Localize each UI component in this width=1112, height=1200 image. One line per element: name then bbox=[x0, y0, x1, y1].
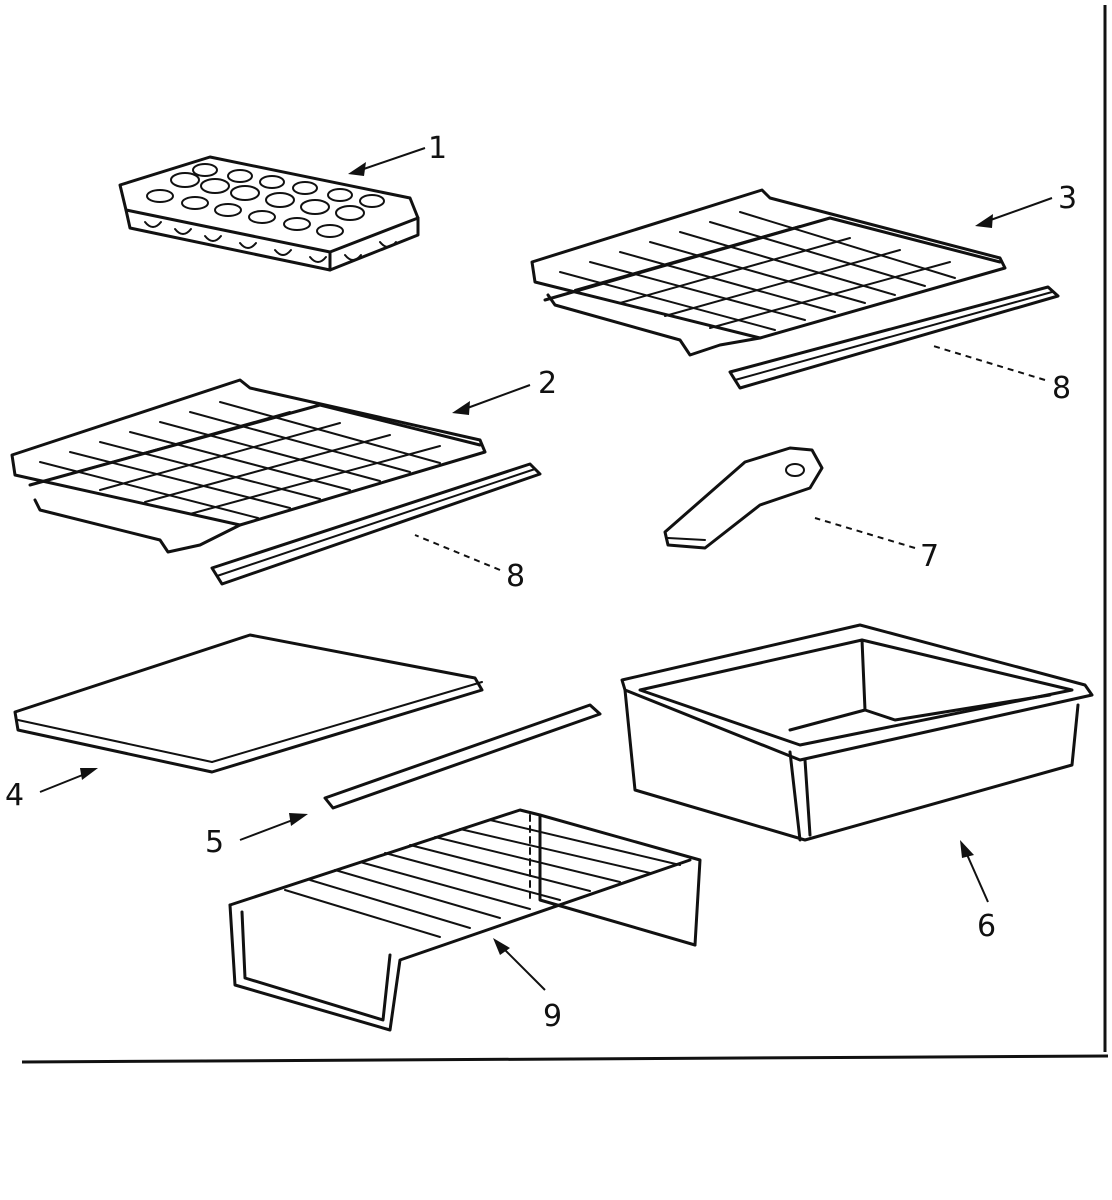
callout-7: 7 bbox=[920, 539, 939, 574]
shelf-front-trim bbox=[323, 703, 602, 810]
callout-5: 5 bbox=[205, 825, 224, 860]
callout-8-upper: 8 bbox=[1052, 371, 1071, 406]
callout-3: 3 bbox=[1058, 181, 1077, 216]
callout-1: 1 bbox=[428, 131, 447, 166]
crisper-drawer bbox=[620, 623, 1094, 842]
callout-6: 6 bbox=[977, 909, 996, 944]
upper-wire-shelf bbox=[530, 188, 1007, 357]
callout-9: 9 bbox=[543, 999, 562, 1034]
lower-wire-shelf bbox=[10, 378, 487, 554]
callout-8-lower: 8 bbox=[506, 559, 525, 594]
callout-4: 4 bbox=[5, 778, 24, 813]
glass-shelf bbox=[13, 633, 484, 774]
bottom-rule bbox=[21, 1054, 1109, 1064]
shelf-support-rack bbox=[228, 808, 702, 1032]
shelf-trim-strip-lower bbox=[210, 462, 542, 586]
ice-cube-tray bbox=[118, 155, 420, 272]
ice-scraper bbox=[663, 446, 824, 550]
callout-2: 2 bbox=[538, 366, 557, 401]
callout-leaders bbox=[39, 147, 1053, 991]
shelf-trim-strip-upper bbox=[728, 285, 1060, 390]
